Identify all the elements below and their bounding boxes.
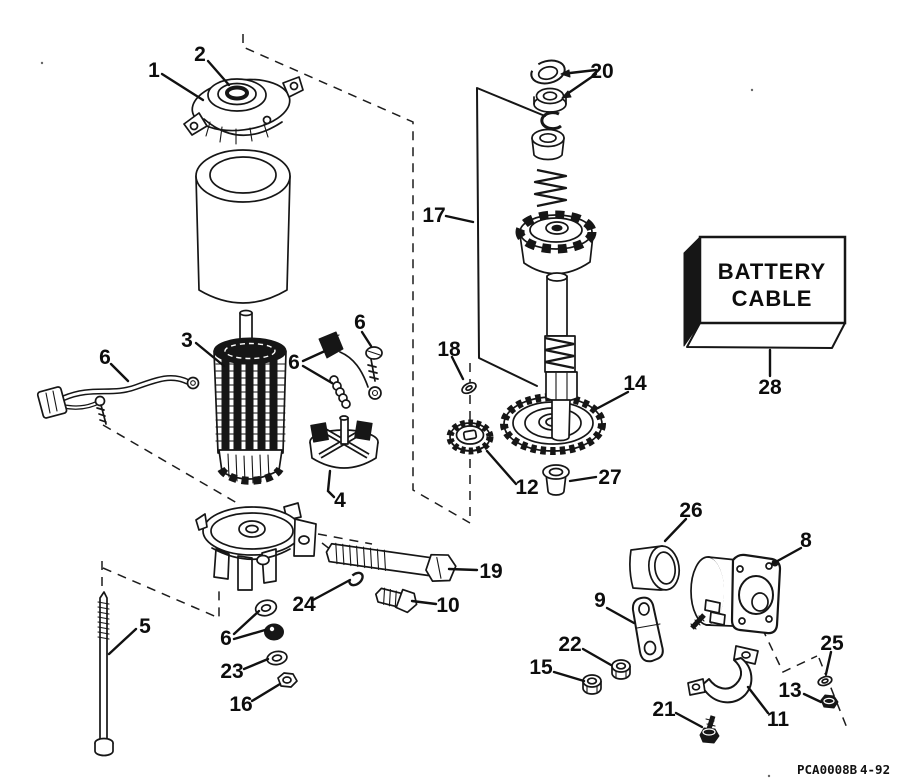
callout-labels: 1 2 3 6 6 6 4 5 6 23 16 24 10 19 17 18 2… [99, 43, 844, 731]
callout-19: 19 [479, 560, 502, 583]
callout-24: 24 [292, 593, 316, 616]
thrust-washer [461, 381, 477, 395]
callout-2: 2 [194, 43, 206, 66]
starter-solenoid [690, 553, 782, 635]
mount-bolt-short [374, 587, 418, 614]
part-code-number: PCA0008B [797, 762, 858, 777]
spacer-sleeve [629, 545, 681, 591]
part-code: PCA0008B 4-92 [797, 762, 890, 777]
hex-nut-13 [820, 694, 839, 709]
hex-nut-15 [582, 674, 602, 695]
washer-25 [817, 675, 833, 687]
callout-14: 14 [623, 372, 647, 395]
hex-nut-22 [611, 659, 631, 680]
callout-22: 22 [558, 633, 581, 656]
callout-6-screw: 6 [354, 311, 366, 334]
ground-strap [631, 596, 664, 663]
battery-box-line2: CABLE [732, 286, 813, 311]
brush-and-springs [318, 331, 383, 409]
part-code-date: 4-92 [860, 762, 890, 777]
cable-bracket [687, 645, 759, 704]
callout-6-cable: 6 [99, 346, 111, 369]
callout-1: 1 [148, 59, 160, 82]
callout-9: 9 [594, 589, 606, 612]
callout-11: 11 [767, 708, 790, 731]
callout-23: 23 [220, 660, 243, 683]
construction-dashed-lines [101, 34, 848, 729]
lock-washer [348, 571, 364, 587]
callout-16: 16 [229, 693, 252, 716]
callout-8: 8 [800, 529, 812, 552]
callout-5: 5 [139, 615, 151, 638]
callout-leaders [107, 59, 833, 729]
ground-screw [699, 715, 720, 744]
lower-end-cap [195, 502, 317, 591]
mount-washers [254, 599, 298, 688]
scan-specks [40, 61, 771, 778]
callout-3: 3 [181, 329, 193, 352]
callout-6-washers: 6 [220, 627, 232, 650]
callout-17: 17 [422, 204, 445, 227]
upper-end-cap [183, 76, 304, 145]
thru-bolt [94, 591, 114, 757]
callout-25: 25 [820, 632, 844, 655]
battery-cable-box: BATTERY CABLE [683, 235, 847, 378]
callout-12: 12 [515, 476, 538, 499]
callout-20: 20 [590, 60, 613, 83]
callout-13: 13 [778, 679, 801, 702]
callout-6-brush: 6 [288, 351, 300, 374]
battery-box-line1: BATTERY [718, 259, 826, 284]
callout-10: 10 [436, 594, 459, 617]
brush-plate [309, 415, 379, 469]
brush-lead-cable [36, 374, 200, 425]
motor-frame [195, 149, 291, 304]
armature [213, 309, 287, 485]
callout-27: 27 [598, 466, 621, 489]
pinion-gear [446, 419, 494, 455]
callout-28: 28 [758, 376, 782, 399]
callout-26: 26 [679, 499, 702, 522]
starter-drive-assembly [515, 59, 597, 442]
callout-4: 4 [334, 489, 346, 512]
callout-15: 15 [529, 656, 553, 679]
callout-21: 21 [652, 698, 676, 721]
drive-assembly-bracket [476, 87, 546, 387]
mount-bolt-long [325, 542, 457, 582]
callout-18: 18 [437, 338, 461, 361]
pivot-bushing [542, 464, 570, 496]
